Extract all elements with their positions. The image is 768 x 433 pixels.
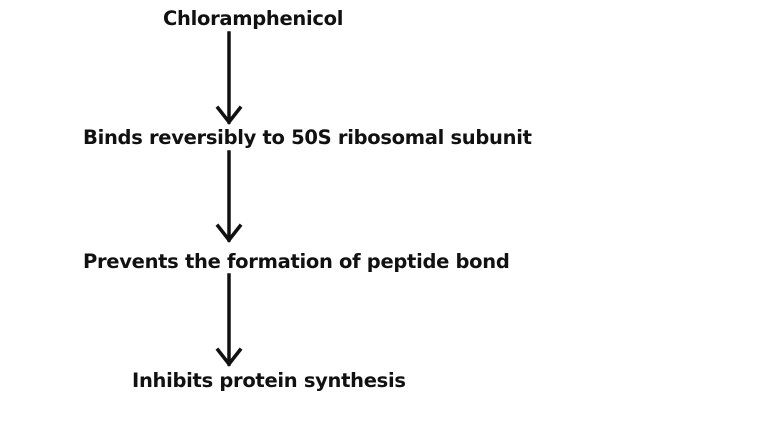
arrow-down-icon xyxy=(215,273,243,367)
node-binds-50s-subunit: Binds reversibly to 50S ribosomal subuni… xyxy=(83,126,532,149)
node-prevents-peptide-bond: Prevents the formation of peptide bond xyxy=(83,250,510,273)
node-chloramphenicol: Chloramphenicol xyxy=(163,7,344,30)
arrow-down-icon xyxy=(215,31,243,125)
arrow-down-icon xyxy=(215,150,243,243)
node-inhibits-protein-synthesis: Inhibits protein synthesis xyxy=(132,369,406,392)
